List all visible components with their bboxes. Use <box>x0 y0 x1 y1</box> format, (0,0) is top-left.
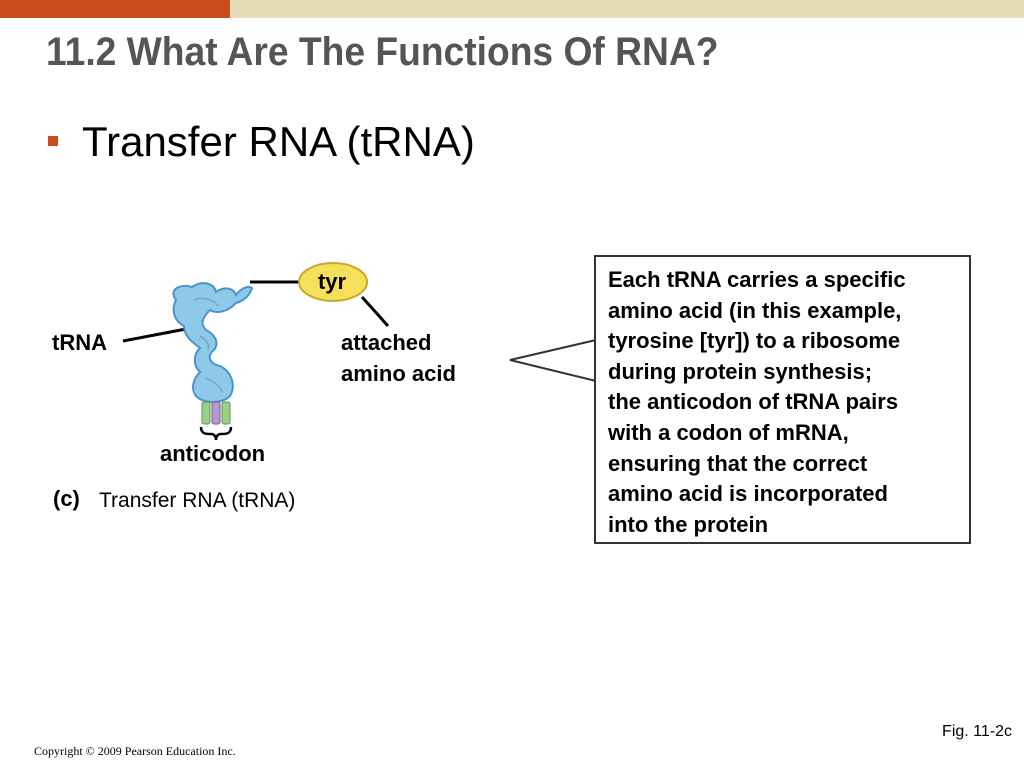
callout-line: the anticodon of tRNA pairs <box>608 389 899 415</box>
attached-line-1: attached <box>341 330 432 355</box>
callout-line: Each tRNA carries a specific <box>608 267 906 292</box>
top-accent-bar <box>0 0 1024 18</box>
tyr-amino-acid-oval <box>298 262 368 302</box>
callout-line: during protein synthesis; <box>608 358 873 384</box>
anticodon-brace <box>199 426 233 441</box>
panel-letter: (c) <box>53 486 80 511</box>
copyright-notice: Copyright © 2009 Pearson Education Inc. <box>34 744 236 758</box>
figure-reference: Fig. 11-2c <box>942 723 1012 740</box>
attached-line-2: amino acid <box>341 361 456 386</box>
top-bar-right-segment <box>230 0 1024 18</box>
trna-label: tRNA <box>52 330 107 355</box>
anticodon-label: anticodon <box>160 441 266 466</box>
attached-pointer-line <box>360 295 390 328</box>
callout-line: ensuring that the correct <box>608 450 868 476</box>
trna-molecule-icon <box>172 282 254 425</box>
slide-title: 11.2 What Are The Functions Of RNA? <box>46 30 719 74</box>
attached-amino-acid-label: attached amino acid <box>341 327 456 389</box>
callout-line: amino acid (in this example, <box>608 297 902 323</box>
bullet-text: Transfer RNA (tRNA) <box>82 118 475 165</box>
callout-box: Each tRNA carries a specific amino acid … <box>594 255 971 544</box>
callout-line: into the protein <box>608 511 769 537</box>
callout-line: tyrosine [tyr]) to a ribosome <box>608 328 901 354</box>
trna-pointer-line <box>122 327 187 343</box>
top-bar-left-segment <box>0 0 230 18</box>
callout-line: with a codon of mRNA, <box>608 419 849 445</box>
tyr-label: tyr <box>317 269 347 294</box>
callout-line: amino acid is incorporated <box>608 481 888 507</box>
diagram-caption: Transfer RNA (tRNA) <box>99 489 296 512</box>
callout-pointer <box>509 338 597 383</box>
square-bullet-icon <box>48 136 58 146</box>
